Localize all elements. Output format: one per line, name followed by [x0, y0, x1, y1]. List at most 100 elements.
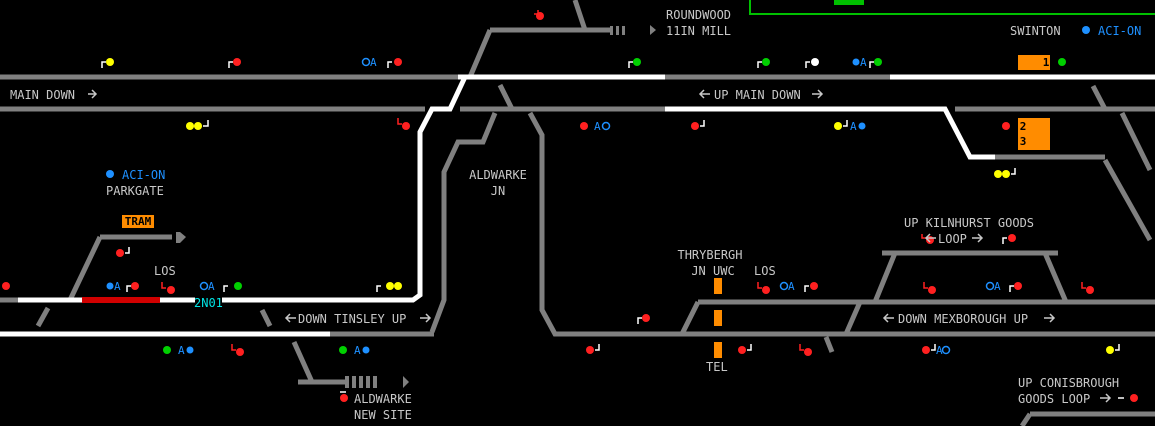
location-roundwood: ROUNDWOOD [666, 8, 732, 22]
signal[interactable] [340, 391, 348, 402]
signal[interactable] [1081, 282, 1094, 294]
signal[interactable] [186, 120, 209, 130]
signal[interactable] [586, 344, 600, 354]
track-mexborough-crossover[interactable] [843, 300, 863, 336]
thrybergh-berth-1[interactable] [714, 278, 722, 294]
signal[interactable] [757, 282, 770, 294]
auto-mark: A [994, 280, 1001, 293]
signal[interactable] [691, 120, 705, 130]
signal[interactable] [994, 168, 1016, 178]
location-up-conisbrough-loop: GOODS LOOP [1018, 392, 1091, 406]
signal[interactable] [1002, 122, 1010, 130]
thrybergh-berth-2[interactable] [714, 310, 722, 326]
signal[interactable] [228, 58, 241, 68]
signal[interactable] [163, 346, 194, 354]
location-up-kilnhurst: UP KILNHURST GOODS [903, 216, 1035, 230]
track-aldwarke-down-tinsley[interactable] [429, 112, 498, 333]
thrybergh-berth-3[interactable] [714, 342, 722, 358]
signal[interactable] [2, 282, 10, 290]
auto-mark: A [850, 120, 857, 133]
auto-mark: A [936, 344, 943, 357]
track-mexborough-stub[interactable] [823, 336, 835, 353]
signal[interactable] [779, 281, 819, 292]
signal[interactable] [1002, 234, 1016, 244]
buffer-stops [176, 25, 656, 388]
location-thrybergh: THRYBERGH [677, 248, 743, 262]
line-main-down: MAIN DOWN [10, 88, 76, 102]
signal[interactable] [1118, 394, 1138, 402]
signal[interactable] [922, 344, 951, 355]
track-aldwarke-new-site[interactable] [291, 340, 345, 385]
aci-indicator-icon [1082, 26, 1090, 34]
route-up-main-down-swinton[interactable] [665, 106, 995, 160]
berth-23-block[interactable] [1018, 118, 1050, 150]
track-swinton-junction-east[interactable] [1090, 84, 1153, 172]
track-kilnhurst-connections[interactable] [872, 252, 1069, 303]
panel-frame [749, 0, 1155, 15]
arrow-right-icon [1100, 393, 1112, 403]
track-aldwarke-crossover-1[interactable] [497, 83, 515, 111]
track-conisbrough-loop[interactable] [1019, 411, 1155, 426]
tram-berth[interactable]: TRAM [122, 215, 154, 228]
signal[interactable] [1106, 344, 1120, 354]
signal[interactable] [637, 314, 650, 324]
berth-1-block[interactable] [1018, 55, 1050, 70]
line-down-mexborough-up: DOWN MEXBOROUGH UP [898, 312, 1029, 326]
signal[interactable] [852, 58, 883, 68]
auto-mark: A [178, 344, 185, 357]
signal[interactable] [738, 344, 752, 354]
location-aldwarke-jn-2: JN [490, 184, 506, 198]
signal[interactable] [231, 344, 244, 356]
arrow-right-icon [403, 376, 409, 388]
location-thrybergh-uwc: JN UWC [691, 264, 735, 278]
signal[interactable] [1058, 58, 1066, 66]
auto-mark: A [114, 280, 121, 293]
signal[interactable] [361, 57, 403, 68]
auto-mark: A [208, 280, 215, 293]
signal[interactable] [580, 121, 611, 131]
signal[interactable] [628, 58, 641, 68]
track-thrybergh-crossover[interactable] [679, 300, 701, 336]
track-tinsley-crossover-west[interactable] [35, 306, 51, 328]
signal[interactable] [534, 10, 544, 20]
signal[interactable] [106, 282, 140, 292]
train-description-2n01[interactable]: 2N01 [194, 296, 223, 310]
signal[interactable] [757, 58, 770, 68]
location-aldwarke-jn: ALDWARKE [469, 168, 527, 182]
location-parkgate: PARKGATE [106, 184, 164, 198]
line-down-tinsley-up: DOWN TINSLEY UP [298, 312, 407, 326]
auto-mark: A [860, 56, 867, 69]
signal[interactable] [799, 344, 812, 356]
arrow-both-icon [924, 233, 984, 243]
signal[interactable] [116, 247, 130, 257]
signal[interactable] [923, 282, 936, 294]
auto-mark: A [354, 344, 361, 357]
los-label-thrybergh: LOS [754, 264, 776, 278]
track-roundwood-siding[interactable] [467, 27, 610, 78]
los-label-parkgate: LOS [154, 264, 176, 278]
route-aldwarke-tinsley[interactable] [222, 75, 468, 303]
aci-status-swinton: ACI-ON [1098, 24, 1142, 38]
track-tram-siding[interactable] [67, 234, 172, 302]
signal[interactable] [161, 282, 175, 294]
signal[interactable] [834, 120, 866, 130]
track-aldwarke-thrybergh[interactable] [527, 111, 832, 337]
signal[interactable] [397, 118, 410, 130]
berth-2-label: 2 [1019, 120, 1027, 133]
track-swinton-branch-diag[interactable] [1102, 158, 1153, 242]
auto-mark: A [370, 56, 377, 69]
panel-indicator [834, 0, 864, 5]
location-up-kilnhurst-loop: LOOP [938, 232, 967, 246]
track-roundwood-spur[interactable] [572, 0, 588, 31]
signal[interactable] [199, 281, 243, 292]
signals-layer [2, 10, 1138, 402]
signal[interactable] [985, 281, 1023, 292]
location-aldwarke-new-site-2: NEW SITE [354, 408, 412, 422]
signal[interactable] [339, 346, 370, 354]
signal[interactable] [805, 58, 819, 68]
signal[interactable] [376, 282, 402, 292]
track-tinsley-crossover-mid[interactable] [259, 308, 273, 328]
signal[interactable] [101, 58, 114, 68]
